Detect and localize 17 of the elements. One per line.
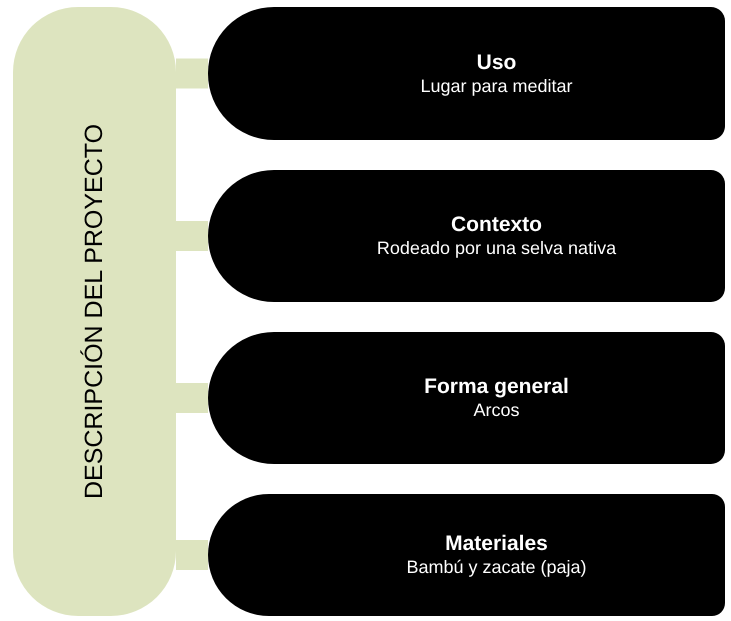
card-heading: Uso bbox=[476, 50, 516, 75]
info-card bbox=[208, 494, 725, 616]
card-text: Arcos bbox=[473, 399, 520, 422]
info-card bbox=[208, 170, 725, 302]
connector-bar bbox=[176, 540, 208, 570]
connector-bar bbox=[176, 221, 208, 251]
info-card bbox=[208, 7, 725, 140]
card-heading: Forma general bbox=[424, 374, 569, 400]
card-heading: Materiales bbox=[445, 531, 548, 556]
band-title: DESCRIPCIÓN DEL PROYECTO bbox=[80, 124, 109, 500]
connector-bar bbox=[176, 58, 208, 88]
info-card bbox=[208, 332, 725, 464]
connector-bar bbox=[176, 383, 208, 413]
card-text: Bambú y zacate (paja) bbox=[406, 556, 587, 579]
card-text: Rodeado por una selva nativa bbox=[376, 237, 616, 260]
card-text: Lugar para meditar bbox=[420, 74, 573, 98]
card-heading: Contexto bbox=[451, 212, 542, 238]
